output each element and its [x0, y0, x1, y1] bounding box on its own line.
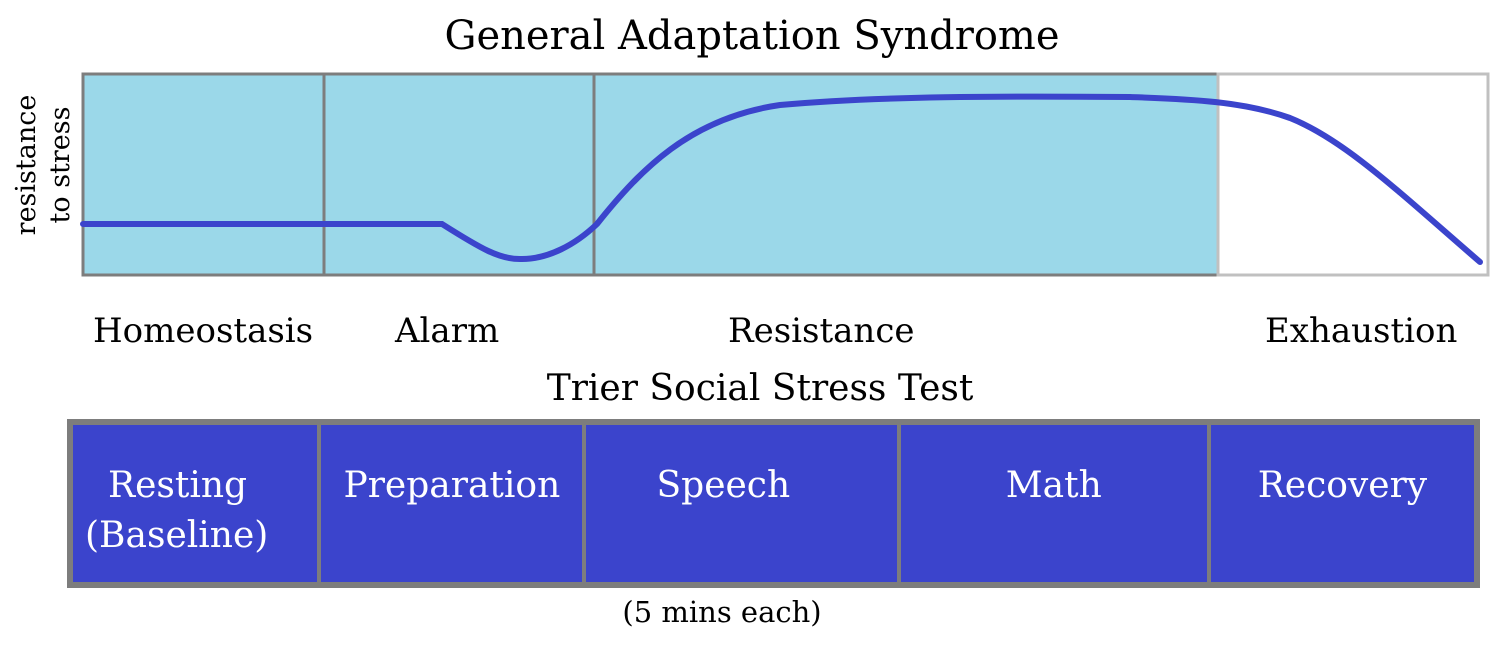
gas-diagram [80, 72, 1490, 277]
phase-label-resistance: Resistance [728, 311, 915, 351]
tsst-stage-speech-label: Speech [656, 465, 791, 506]
tsst-stage-resting-line-1: Resting [108, 465, 248, 506]
phase-box-resistance [592, 72, 1220, 277]
tsst-stage-resting-line-2: (Baseline) [85, 515, 269, 556]
tsst-duration-note: (5 mins each) [622, 595, 822, 629]
phase-box-exhaustion [1216, 72, 1490, 277]
tsst-stage-speech: Speech [586, 425, 897, 582]
phase-box-alarm [322, 72, 596, 277]
phase-label-homeostasis: Homeostasis [93, 311, 314, 351]
tsst-stage-recovery-label: Recovery [1257, 465, 1428, 506]
resistance-curve [80, 93, 1483, 265]
tsst-stage-resting: Resting (Baseline) [73, 425, 318, 582]
tsst-stage-bar: Resting (Baseline) Preparation Speech Ma… [67, 419, 1480, 588]
phase-box-homeostasis [81, 72, 326, 277]
tsst-stage-math-label: Math [1005, 465, 1102, 506]
tsst-stage-recovery: Recovery [1210, 425, 1474, 582]
diagram-title: General Adaptation Syndrome [444, 13, 1060, 59]
phase-label-alarm: Alarm [395, 311, 500, 351]
tsst-stage-preparation: Preparation [321, 425, 583, 582]
tsst-title: Trier Social Stress Test [546, 368, 974, 409]
tsst-stage-preparation-label: Preparation [343, 465, 561, 506]
tsst-stage-math: Math [900, 425, 1207, 582]
phase-label-exhaustion: Exhaustion [1265, 311, 1458, 351]
